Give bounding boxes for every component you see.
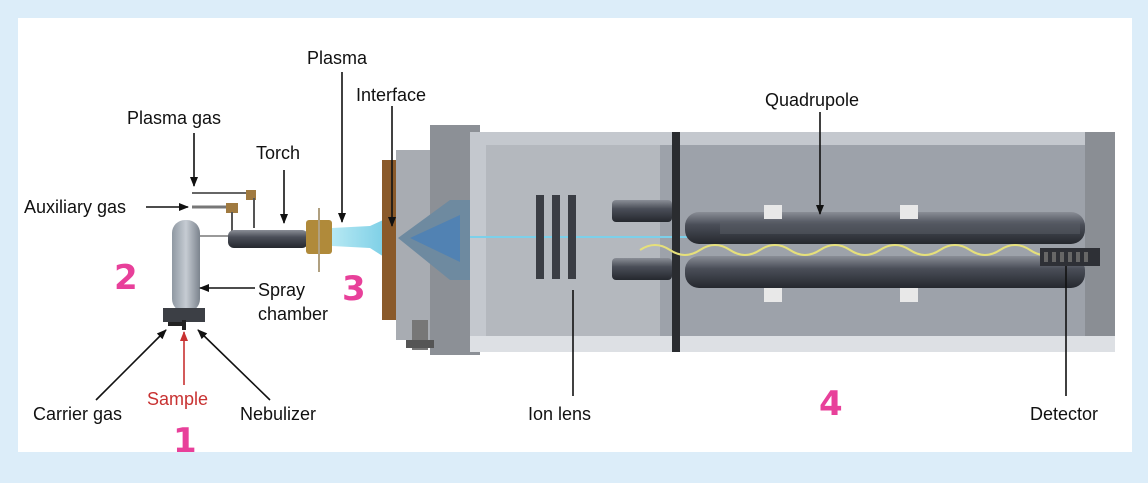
label-quadrupole: Quadrupole — [765, 90, 859, 110]
label-spray: Spray — [258, 280, 305, 300]
quadrupole-rods — [639, 205, 1085, 302]
detector — [1040, 248, 1100, 266]
label-auxiliary-gas: Auxiliary gas — [24, 197, 126, 217]
label-interface: Interface — [356, 85, 426, 105]
interface-cones — [382, 125, 480, 355]
step-number-3: 3 — [342, 269, 366, 309]
step-number-1: 1 — [173, 421, 197, 461]
label-plasma: Plasma — [307, 48, 368, 68]
label-carrier-gas: Carrier gas — [33, 404, 122, 424]
step-number-2: 2 — [114, 258, 138, 298]
label-detector: Detector — [1030, 404, 1098, 424]
label-sample: Sample — [147, 389, 208, 409]
leader-arrows — [95, 72, 1067, 401]
step-number-4: 4 — [819, 384, 843, 424]
label-chamber: chamber — [258, 304, 328, 324]
label-ion-lens: Ion lens — [528, 404, 591, 424]
label-torch: Torch — [256, 143, 300, 163]
label-plasma-gas: Plasma gas — [127, 108, 221, 128]
spray-chamber — [163, 220, 232, 330]
plasma-flame — [332, 216, 398, 262]
label-nebulizer: Nebulizer — [240, 404, 316, 424]
torch — [228, 208, 332, 272]
gas-inlets — [192, 190, 256, 232]
ion-lens — [536, 132, 680, 352]
